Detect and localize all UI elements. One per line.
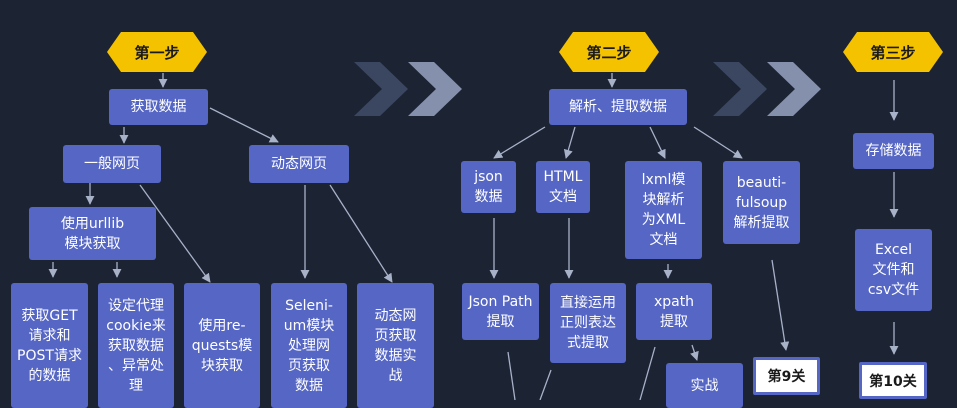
lxml-node: lxml模 块解析 为XML 文档 [625,161,702,259]
proxy-cookie-node: 设定代理 cookie来 获取数据 、异常处 理 [98,283,174,408]
step-transition-chevrons-1 [354,62,462,116]
practice-node: 实战 [666,363,743,408]
dynamic-practice-node: 动态网 页获取 数据实 战 [357,283,434,408]
normal-webpage-node: 一般网页 [63,145,161,183]
urllib-node: 使用urllib 模块获取 [29,207,156,260]
regex-node: 直接运用 正则表达 式提取 [550,283,626,363]
level-9-box: 第9关 [753,357,820,395]
html-doc-node: HTML 文档 [536,161,590,213]
step-2-badge: 第二步 [559,32,659,72]
step-1-badge: 第一步 [107,32,207,72]
get-data-node: 获取数据 [109,89,208,125]
json-data-node: json 数据 [461,161,516,213]
level-10-box: 第10关 [859,362,927,399]
store-data-node: 存储数据 [853,133,934,169]
xpath-node: xpath 提取 [636,283,712,340]
get-post-node: 获取GET 请求和 POST请求 的数据 [11,283,88,408]
parse-extract-node: 解析、提取数据 [549,89,687,125]
beautifulsoup-node: beauti- fulsoup 解析提取 [723,161,800,244]
jsonpath-node: Json Path 提取 [462,283,539,340]
excel-csv-node: Excel 文件和 csv文件 [855,229,932,311]
dynamic-webpage-node: 动态网页 [249,145,349,183]
requests-node: 使用re- quests模 块获取 [184,283,260,408]
step-transition-chevrons-2 [713,62,821,116]
selenium-node: Seleni- um模块 处理网 页获取 数据 [271,283,347,408]
step-3-badge: 第三步 [843,32,943,72]
